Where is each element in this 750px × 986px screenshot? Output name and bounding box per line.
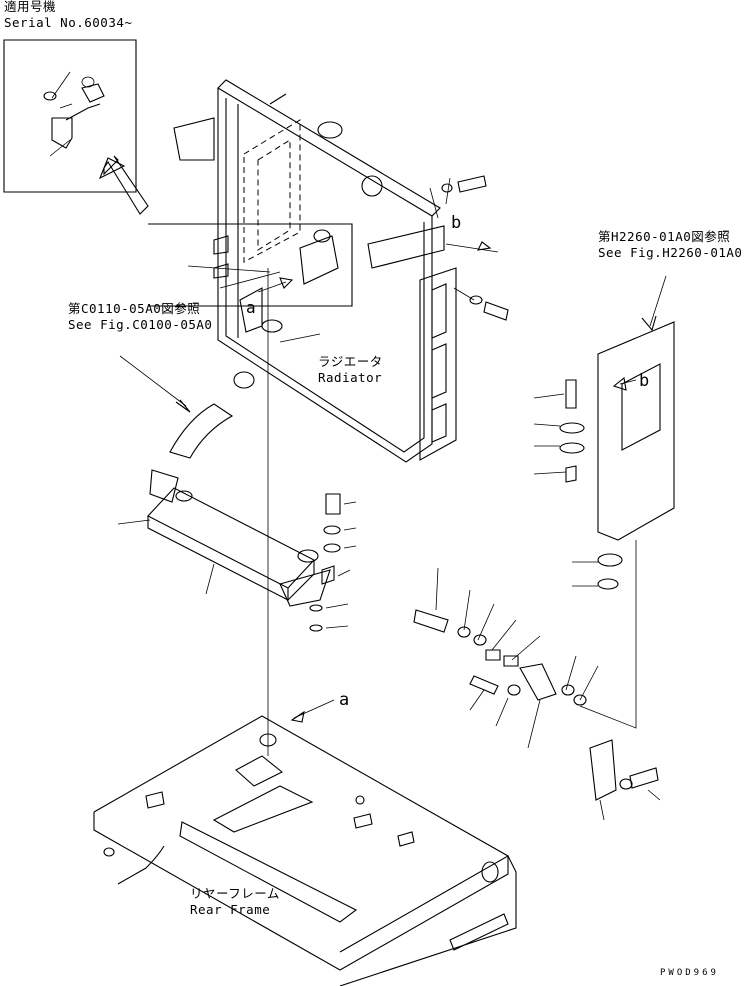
hose <box>119 355 234 459</box>
mounting-hardware-center <box>309 493 357 632</box>
inset-arrow <box>98 155 149 215</box>
marker-b-right: b <box>451 213 462 233</box>
mount-detail-frame <box>148 223 353 343</box>
ref-h2260-en: See Fig.H2260-01A0 <box>598 245 743 260</box>
serial-detail-box <box>3 39 137 193</box>
ref-c0110-en: See Fig.C0100-05A0 <box>68 317 213 332</box>
radiator-side-guard <box>367 225 457 461</box>
marker-b-panel: b <box>639 371 650 391</box>
marker-a-lower: a <box>339 690 350 710</box>
rear-frame <box>93 715 517 986</box>
serial-number: Serial No.60034~ <box>4 15 133 30</box>
cooler-tank <box>117 469 331 607</box>
side-panel-h2260 <box>533 275 675 590</box>
radiator-label-en: Radiator <box>318 370 383 385</box>
serial-title: 適用号機 <box>4 0 57 14</box>
rear-frame-label-en: Rear Frame <box>190 902 271 917</box>
radiator-assembly <box>173 79 441 463</box>
marker-a-upper: a <box>246 298 257 317</box>
ref-c0110-jp: 第C0110-05A0図参照 <box>68 301 201 316</box>
reference-arrows <box>257 175 637 756</box>
mounting-hardware-lower <box>413 567 661 821</box>
drawing-code: PWOD969 <box>660 968 719 978</box>
ref-h2260-jp: 第H2260-01A0図参照 <box>598 229 731 244</box>
radiator-label-jp: ラジエータ <box>318 354 383 369</box>
